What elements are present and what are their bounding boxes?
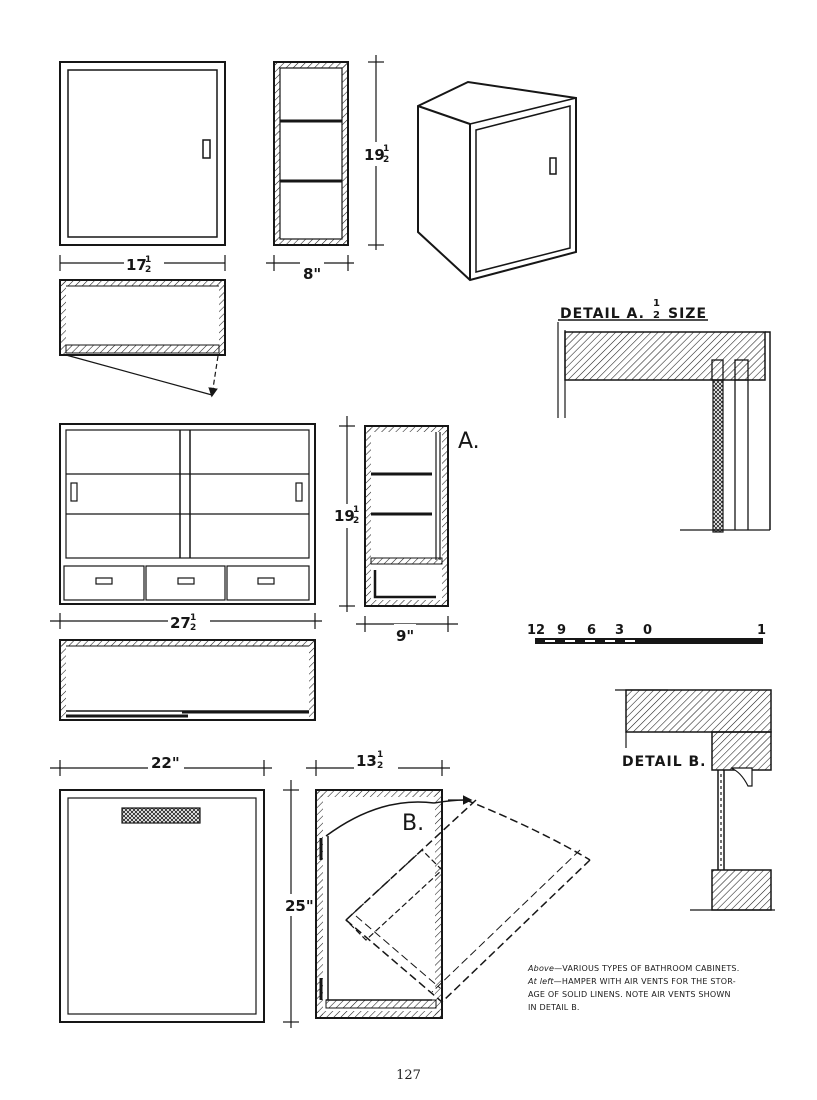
detail-a-size-text: SIZE — [668, 306, 707, 322]
hamper-height-value: 25" — [285, 897, 314, 915]
hamper-depth-whole: 13 — [356, 752, 377, 770]
figure-caption: Above—VARIOUS TYPES OF BATHROOM CABINETS… — [528, 962, 773, 1014]
caption-at-left: At left — [528, 977, 554, 986]
caption-above: Above — [528, 964, 555, 973]
detail-b-section — [615, 689, 775, 911]
cabinet-1-plan — [59, 279, 226, 398]
caption-line-2: At left—HAMPER WITH AIR VENTS FOR THE ST… — [528, 975, 773, 988]
cabinet-1-width-frac-num: 1 — [145, 255, 151, 265]
cabinet-2-front-elevation — [59, 423, 316, 605]
label-b: B. — [402, 811, 424, 836]
scale-labels: 12 9 6 3 0 1 — [527, 623, 766, 638]
cabinet-1-depth-value: 8" — [303, 265, 321, 283]
cabinet-2-width-label: 27 1 2 — [168, 611, 210, 633]
label-a: A. — [458, 429, 480, 454]
cabinet-1-width-frac-den: 2 — [145, 265, 151, 275]
detail-a-title: DETAIL A. 1 2 SIZE — [560, 298, 707, 322]
cabinet-2-plan — [59, 639, 316, 721]
cabinet-1-front-elevation — [59, 61, 226, 246]
caption-line-1: Above—VARIOUS TYPES OF BATHROOM CABINETS… — [528, 962, 773, 975]
page-number: 127 — [396, 1068, 421, 1083]
cabinet-1-height-frac-num: 1 — [383, 144, 389, 154]
cabinet-2-section — [364, 425, 449, 607]
cabinet-2-height-label: 19 1 2 — [334, 504, 362, 528]
caption-above-text: —VARIOUS TYPES OF BATHROOM CABINETS. — [554, 964, 740, 973]
cabinet-1-width-whole: 17 — [126, 256, 147, 274]
hamper-depth-frac-num: 1 — [377, 750, 383, 760]
caption-line-3: AGE OF SOLID LINENS. NOTE AIR VENTS SHOW… — [528, 990, 731, 999]
caption-line-4: IN DETAIL B. — [528, 1003, 580, 1012]
cabinet-1-width-label: 17 1 2 — [124, 253, 164, 275]
cabinet-1-height-label: 19 1 2 — [364, 142, 390, 166]
cabinet-1-height-whole: 19 — [364, 146, 385, 164]
detail-a-frac-den: 2 — [653, 310, 660, 321]
scale-bar — [535, 638, 763, 644]
scale-tick-0: 0 — [643, 623, 652, 638]
hamper-width-value: 22" — [151, 754, 180, 772]
cabinet-2-depth-label: 9" — [394, 624, 416, 645]
cabinet-1-isometric — [417, 80, 577, 282]
hamper-front-elevation — [59, 789, 265, 1023]
detail-a-section — [557, 319, 771, 533]
detail-a-title-text: DETAIL A. — [560, 306, 645, 322]
hamper-height-label: 25" — [283, 894, 314, 916]
hamper-depth-frac-den: 2 — [377, 761, 383, 771]
cabinet-2-width-frac-den: 2 — [190, 623, 196, 633]
cabinet-1-height-frac-den: 2 — [383, 155, 389, 165]
cabinet-2-height-frac-den: 2 — [353, 516, 359, 526]
detail-b-title: DETAIL B. — [622, 754, 706, 770]
scale-tick-1: 1 — [757, 623, 766, 638]
cabinet-2-depth-value: 9" — [396, 627, 414, 645]
caption-at-left-text: —HAMPER WITH AIR VENTS FOR THE STOR- — [553, 977, 736, 986]
scale-tick-6: 6 — [587, 623, 596, 638]
cabinet-2-height-frac-num: 1 — [353, 505, 359, 515]
cabinet-2-width-whole: 27 — [170, 614, 191, 632]
hamper-section — [315, 789, 591, 1019]
cabinet-1-depth-label: 8" — [300, 262, 324, 283]
hamper-depth-label: 13 1 2 — [354, 750, 398, 772]
cabinet-2-height-whole: 19 — [334, 507, 355, 525]
detail-a-frac-num: 1 — [653, 298, 660, 309]
hamper-width-label: 22" — [148, 752, 184, 772]
scale-tick-9: 9 — [557, 623, 566, 638]
cabinet-2-width-frac-num: 1 — [190, 613, 196, 623]
cabinet-1-section — [273, 61, 349, 246]
scale-tick-12: 12 — [527, 623, 545, 638]
scale-tick-3: 3 — [615, 623, 624, 638]
